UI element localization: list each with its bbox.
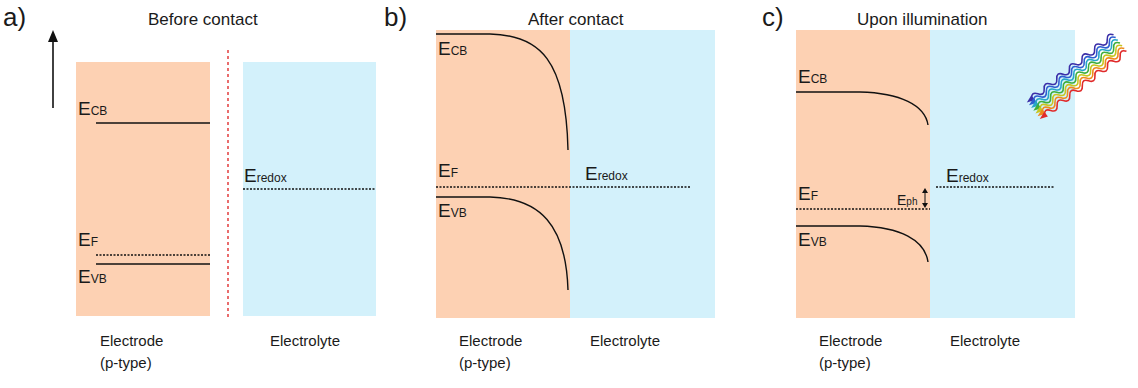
panel-caption: Electrolyte: [270, 330, 355, 352]
electrolyte-fill: [570, 30, 715, 318]
electrode-panel: ECBEFEVBElectrode (p-type): [436, 30, 570, 318]
panel-letter: b): [384, 2, 407, 33]
electrolyte-panel: EredoxElectrolyte: [570, 30, 715, 318]
photovoltage-label: Eph: [897, 192, 917, 209]
electrode-fill: [76, 62, 210, 316]
band-label: EF: [798, 183, 818, 206]
level-label: Eredox: [585, 163, 628, 186]
panel-caption: Electrode (p-type): [100, 330, 185, 374]
panel-caption: Electrolyte: [590, 330, 675, 352]
photovoltage-arrowhead: [922, 188, 928, 193]
panel-caption: Electrode (p-type): [459, 330, 544, 374]
panel-letter: a): [3, 2, 26, 33]
redox-level: [243, 188, 376, 189]
panel-title: After contact: [528, 10, 623, 30]
electrolyte-panel: EredoxElectrolyte: [930, 30, 1075, 318]
band-label: EF: [78, 229, 98, 252]
light-waves: [1025, 32, 1128, 121]
band-label: ECB: [438, 38, 467, 61]
level-label: Eredox: [244, 165, 287, 188]
energy-axis: [52, 40, 54, 108]
conduction-band: [796, 92, 928, 125]
electrode-fill: [796, 30, 930, 318]
level-label: Eredox: [946, 165, 989, 188]
electrolyte-fill: [930, 30, 1075, 318]
valence-band: [96, 263, 210, 264]
photovoltage-arrow: [925, 192, 926, 204]
conduction-band: [436, 34, 568, 150]
fermi-level: [796, 208, 930, 209]
panel-title: Upon illumination: [857, 10, 987, 30]
separator-line: [227, 50, 228, 318]
redox-level: [936, 186, 1055, 187]
photovoltage-arrowhead: [922, 203, 928, 208]
electrolyte-panel: EredoxElectrolyte: [243, 62, 376, 316]
panel-title: Before contact: [148, 10, 258, 30]
band-label: EF: [438, 160, 458, 183]
panel-letter: c): [762, 2, 784, 33]
electrode-panel: ECBEFEVBElectrode (p-type): [76, 62, 210, 316]
band-label: ECB: [798, 66, 827, 89]
band-label: EVB: [798, 229, 827, 252]
axis-arrowhead: [48, 30, 58, 42]
light-wave: [1043, 49, 1129, 118]
fermi-redox-level: [436, 186, 690, 187]
panel-caption: Electrolyte: [950, 330, 1035, 352]
fermi-level: [96, 254, 210, 255]
electrode-panel: ECBEFEphEVBElectrode (p-type): [796, 30, 930, 318]
band-label: EVB: [78, 266, 107, 289]
band-label: ECB: [78, 98, 107, 121]
valence-band: [796, 226, 928, 262]
band-label: EVB: [438, 200, 467, 223]
panel-caption: Electrode (p-type): [819, 330, 904, 374]
electrolyte-fill: [243, 62, 376, 316]
valence-band: [436, 197, 568, 290]
conduction-band: [96, 122, 210, 123]
electrode-fill: [436, 30, 570, 318]
